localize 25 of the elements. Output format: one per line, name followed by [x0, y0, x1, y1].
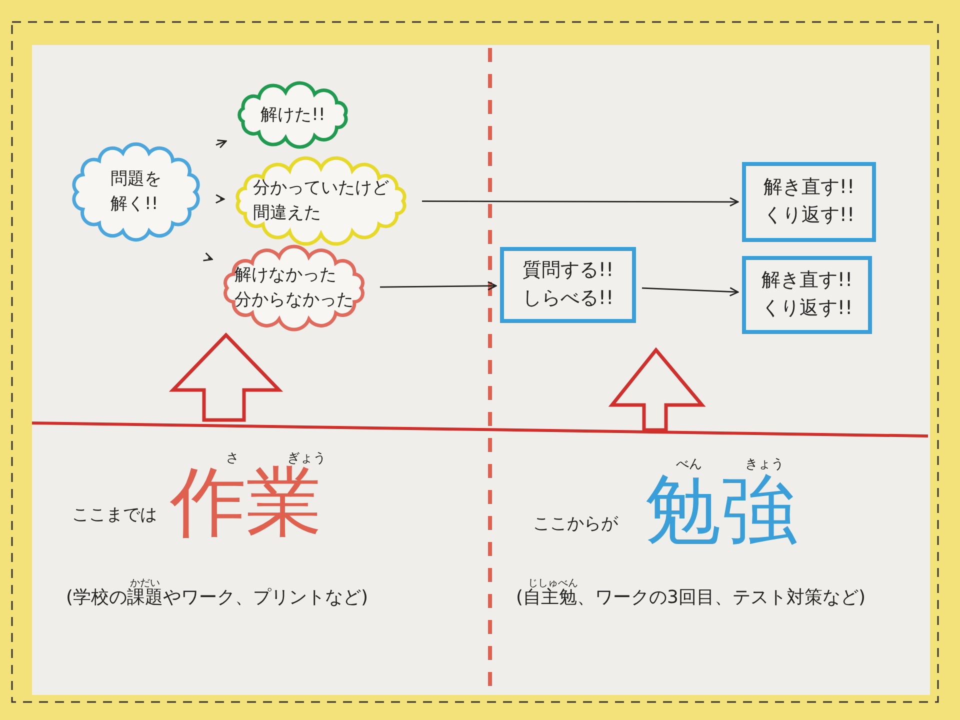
text-box [742, 256, 872, 334]
ruby-reading: きょう [745, 458, 784, 472]
ruby-reading: じしゅべん [528, 578, 578, 589]
arrow [380, 281, 497, 291]
node-text: 解けた!! [260, 104, 326, 127]
node-text: 解けなかった分からなかった [234, 264, 354, 312]
ruby-reading: ぎょう [287, 452, 326, 466]
ruby-reading: べん [676, 458, 702, 472]
node-text: 質問する!!しらべる!! [522, 258, 614, 311]
node-text: 問題を解く!! [110, 168, 162, 216]
node-text: 解き直す!!くり返す!! [761, 268, 853, 321]
arrow [215, 194, 225, 204]
text-box [500, 247, 636, 323]
arrow [202, 252, 213, 262]
node-text: 分かっていたけど間違えた [253, 177, 389, 225]
note-text: (学校の課題やワーク、プリントなど) [66, 588, 368, 608]
text-box [742, 162, 876, 242]
note-text: (自主勉、ワークの3回目、テスト対策など) [516, 588, 866, 608]
node-text: 解き直す!!くり返す!! [763, 175, 855, 228]
ruby-reading: かだい [130, 578, 160, 589]
lead-text: ここからが [533, 515, 618, 534]
lead-text: ここまでは [72, 506, 157, 525]
arrow [216, 140, 227, 148]
arrow [422, 197, 739, 207]
arrow [642, 287, 739, 296]
